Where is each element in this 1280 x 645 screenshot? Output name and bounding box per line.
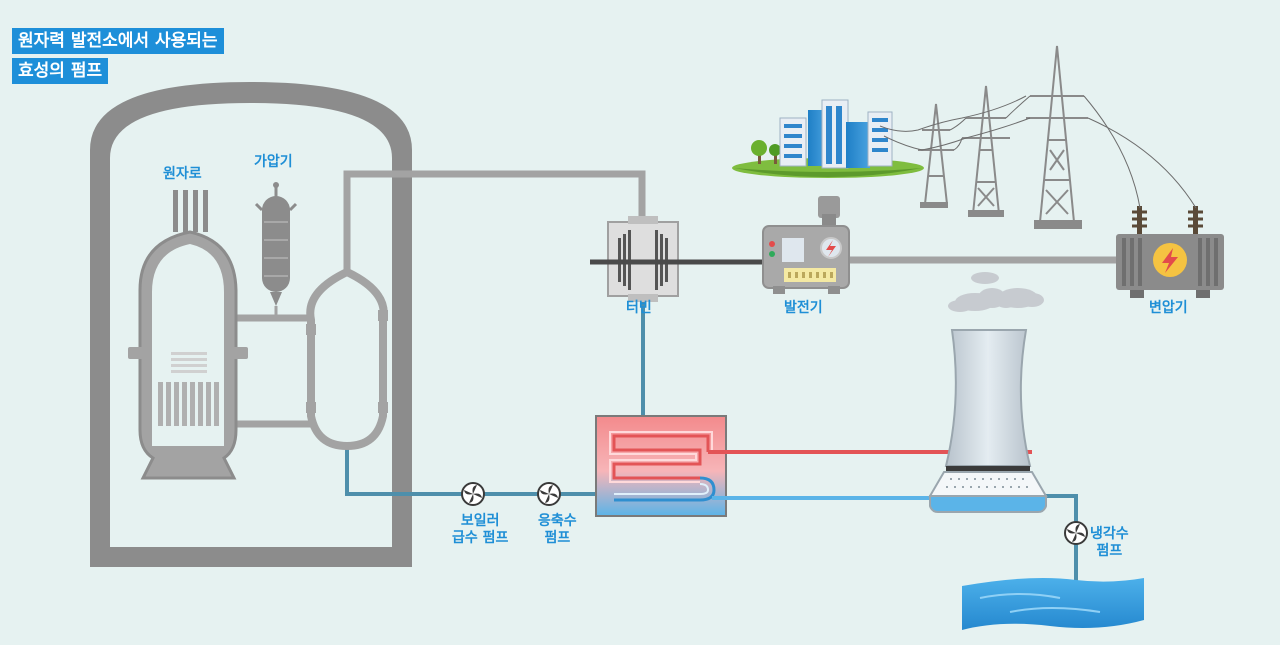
boiler-feed-pump-label: 보일러 급수 펌프 <box>452 513 509 546</box>
condensate-pump-label: 응축수 펌프 <box>538 513 577 546</box>
power-lines <box>879 95 1197 209</box>
transformer-unit <box>1116 206 1224 298</box>
pressurizer-label: 가압기 <box>254 154 293 170</box>
transformer-label: 변압기 <box>1149 300 1188 316</box>
condensate-pump-icon[interactable] <box>537 482 561 506</box>
diagram-title-line1: 원자력 발전소에서 사용되는 <box>12 28 224 54</box>
tree-icon <box>751 140 781 164</box>
water-reservoir <box>962 578 1144 630</box>
condenser-unit <box>595 415 727 517</box>
turbine-unit <box>590 216 696 302</box>
generator-label: 발전기 <box>784 300 823 316</box>
boiler-feed-pump-icon[interactable] <box>461 482 485 506</box>
city-island <box>732 99 924 178</box>
reactor-label: 원자로 <box>163 166 202 182</box>
generator-unit <box>762 196 850 294</box>
steam-generator <box>306 267 388 451</box>
reactor-vessel <box>128 190 248 480</box>
cloud-icon <box>948 272 1044 312</box>
cooling-water-pump-icon[interactable] <box>1064 521 1088 545</box>
pressurizer-vessel <box>254 182 298 318</box>
diagram-title-line2: 효성의 펌프 <box>12 58 109 84</box>
cooling-pump-label: 냉각수 펌프 <box>1090 526 1129 559</box>
turbine-label: 터빈 <box>626 300 652 316</box>
power-tower-icon <box>918 45 1088 223</box>
cooling-tower <box>928 329 1048 513</box>
water-pipes <box>345 296 1078 590</box>
tower-bases <box>920 202 1082 229</box>
